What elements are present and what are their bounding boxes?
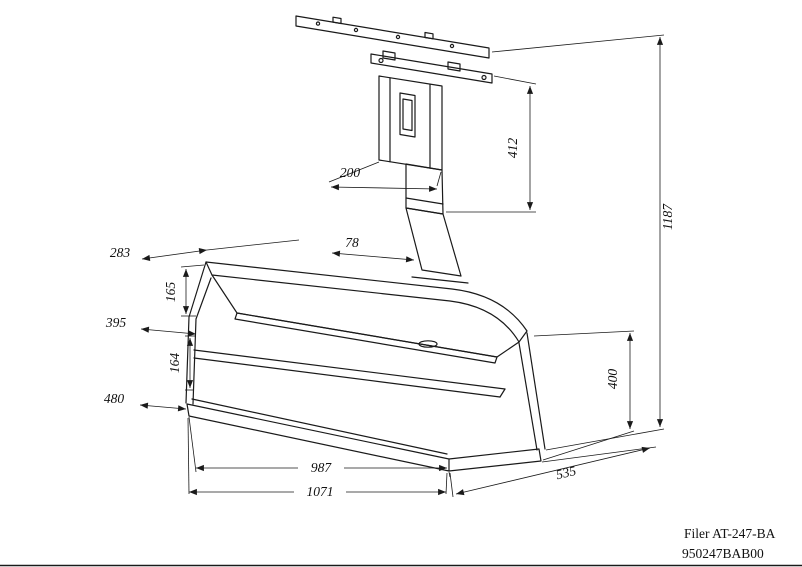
dimension-label-1071: 1071 bbox=[307, 484, 334, 499]
dimension-column-offset: 78 bbox=[331, 235, 415, 263]
dimension-cabinet-height: 400 bbox=[533, 330, 635, 461]
dimension-upper-gap: 165 bbox=[163, 264, 205, 317]
dimension-label-1187: 1187 bbox=[660, 203, 675, 230]
dimension-overall-depth: 535 bbox=[449, 446, 657, 498]
dimension-label-395: 395 bbox=[105, 315, 127, 330]
dimension-label-412: 412 bbox=[505, 138, 520, 159]
title-block: Filer AT-247-BA 950247BAB00 bbox=[682, 526, 776, 561]
dimension-label-987: 987 bbox=[311, 460, 333, 475]
dimension-middle-shelf-depth: 395 bbox=[105, 315, 197, 337]
dimension-bottom-shelf-depth: 480 bbox=[104, 391, 187, 412]
dimension-overall-width: 1071 bbox=[187, 417, 448, 499]
dimension-mount-height: 412 bbox=[446, 75, 537, 213]
dimension-label-165: 165 bbox=[163, 282, 178, 303]
dimension-label-400: 400 bbox=[605, 369, 620, 390]
part-number: 950247BAB00 bbox=[682, 546, 764, 561]
tv-stand-cabinet bbox=[185, 261, 546, 472]
dimension-label-283: 283 bbox=[110, 245, 131, 260]
dimension-label-200: 200 bbox=[340, 165, 361, 180]
tv-mount-bracket bbox=[295, 15, 493, 284]
dimension-lower-gap: 164 bbox=[167, 335, 196, 391]
dimension-label-164: 164 bbox=[167, 353, 182, 374]
dimension-label-78: 78 bbox=[345, 235, 359, 250]
dimension-mount-width: 200 bbox=[328, 161, 442, 192]
dimension-inner-width: 987 bbox=[188, 416, 451, 478]
model-name: Filer AT-247-BA bbox=[684, 526, 776, 541]
dimension-top-shelf-depth: 283 bbox=[110, 239, 300, 261]
dimension-total-height: 1187 bbox=[491, 34, 675, 451]
dimension-label-535: 535 bbox=[554, 463, 577, 482]
dimension-label-480: 480 bbox=[104, 391, 125, 406]
